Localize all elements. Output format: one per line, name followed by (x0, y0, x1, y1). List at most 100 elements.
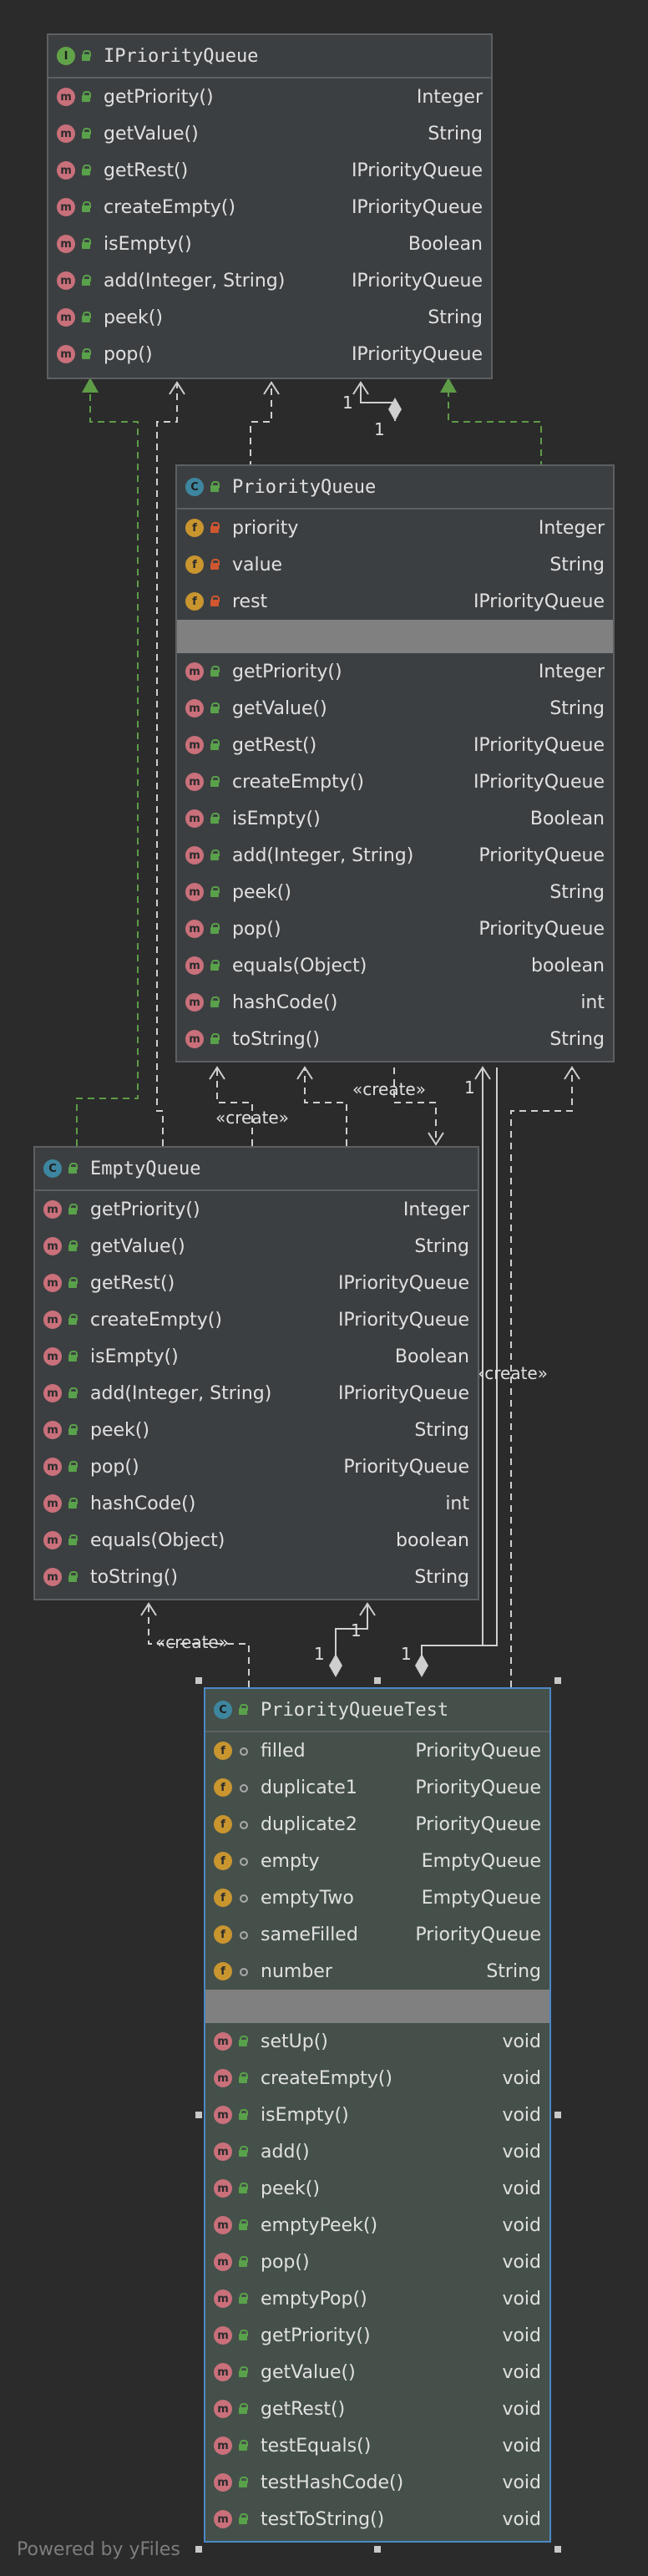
package-visibility-icon (237, 1745, 249, 1757)
member-type: int (580, 991, 605, 1013)
selection-handle[interactable] (195, 1677, 202, 1684)
member-type: IPriorityQueue (337, 1382, 469, 1404)
package-visibility-icon (237, 1965, 249, 1977)
member-name: getValue() (261, 2361, 356, 2383)
field-icon: f (214, 1742, 232, 1760)
member-name: pop() (104, 343, 153, 365)
selection-handle[interactable] (374, 2546, 381, 2553)
public-lock-icon (237, 1704, 249, 1716)
method-icon: m (57, 161, 75, 180)
create-label: «create» (474, 1363, 548, 1383)
member-type: IPriorityQueue (351, 196, 483, 218)
member-name: value (232, 554, 283, 576)
method-icon: m (43, 1237, 62, 1255)
public-lock-icon (237, 2183, 249, 2194)
member-name: getPriority() (261, 2325, 371, 2346)
public-lock-icon (67, 1498, 78, 1509)
selection-handle[interactable] (195, 2546, 202, 2553)
member-type: void (502, 2067, 541, 2089)
comp-pq-rest (360, 383, 396, 421)
member-name: peek() (90, 1419, 149, 1441)
member-type: void (502, 2214, 541, 2236)
member-name: emptyTwo (261, 1887, 354, 1909)
method-icon: m (214, 2289, 232, 2308)
selection-handle[interactable] (195, 2112, 202, 2118)
field-icon: f (214, 1925, 232, 1944)
member-type: PriorityQueue (415, 1813, 541, 1835)
head-pqt-pq (564, 1066, 580, 1080)
selection-handle[interactable] (554, 1677, 561, 1684)
head-comp-ipq (352, 381, 369, 395)
selection-handle[interactable] (554, 2112, 561, 2118)
selection-handle[interactable] (374, 1677, 381, 1684)
member-name: testEquals() (261, 2435, 372, 2457)
selection-handle[interactable] (554, 2546, 561, 2553)
public-lock-icon (209, 923, 220, 935)
public-lock-icon (80, 91, 92, 103)
comp-pqt-eq (335, 1604, 368, 1664)
member-type: PriorityQueue (415, 1777, 541, 1798)
method-icon: m (43, 1568, 62, 1586)
public-lock-icon (80, 312, 92, 323)
diamond-pq (388, 398, 402, 421)
